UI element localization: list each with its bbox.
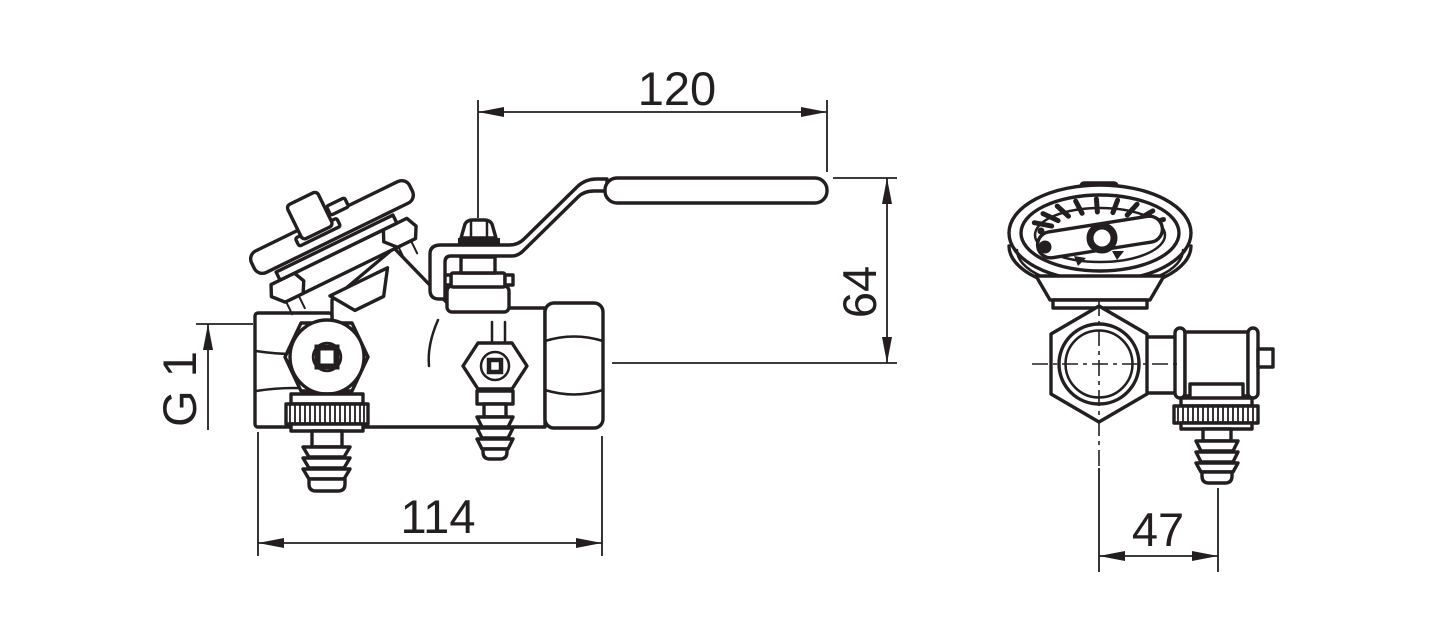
drain-boss-neck [490,320,507,346]
gauge-neck [328,266,390,313]
arrowhead-right [801,107,827,117]
knurled-cap [1172,404,1260,425]
side-view: 47 [1007,181,1275,572]
barb-rib [1194,450,1240,464]
barb-rib [301,456,352,470]
arrowhead-right [1192,551,1218,561]
arrowhead-bottom [882,337,892,363]
barb-rib [475,426,515,440]
arrowhead-left [478,107,504,117]
drain-square-drive [486,357,504,375]
knurl-lines [289,405,365,423]
lever-handle [428,176,829,301]
hose-barb [1194,427,1240,485]
dim-label-thread: G 1 [153,351,206,427]
arrowhead-up [203,324,213,350]
gauge-dial [1007,181,1193,310]
extension-lines [1098,468,1219,572]
gauge-bolt-stems [285,239,419,316]
dim-label-handle-length: 120 [638,62,716,115]
barb-rib [1194,439,1240,453]
gauge-bolt-right [381,216,418,250]
dial-face [1033,206,1167,264]
barb-stem [482,402,508,419]
extension-lines [257,432,603,556]
stem-nut [459,218,498,240]
front-view: 120 64 G 1 114 [153,62,897,556]
centerlines [1032,300,1180,468]
hose-barb [475,402,515,461]
gauge-tab [325,196,350,217]
pointer-hub [1086,222,1118,254]
union-nut [543,301,605,430]
knurl-lines [1177,407,1254,422]
barb-tip [1200,470,1234,485]
barb-stem [1201,427,1233,443]
hose-barb [301,429,352,493]
pointer-counterweight [1038,240,1052,254]
stem-washer [458,238,500,247]
handle-bar [428,177,609,301]
pointer-wedge [1112,251,1124,260]
dimension-64: 64 [612,177,897,364]
arrowhead-left [258,538,284,548]
port-nipple [1256,347,1275,369]
handle-grip [603,176,829,205]
barb-tip [481,447,509,461]
stem-column [459,255,497,275]
dial-inner-ring [1019,193,1181,273]
dimension-114: 114 [257,432,603,556]
union-nut-flats [543,335,605,396]
pointer-wedge [1074,256,1086,266]
dim-label-side-width: 47 [1132,503,1184,556]
barb-stem [310,429,344,449]
dim-label-length: 114 [401,490,476,543]
bonnet-stack [441,218,515,314]
collar-tab-right [503,273,515,287]
drain-valve [461,341,529,461]
packing-collar [449,271,507,289]
drain-collar [475,389,515,406]
tilted-gauge [248,178,419,316]
arrowhead-left [1099,551,1125,561]
barb-rib [301,445,352,459]
dimension-120: 120 [477,62,828,218]
test-port-square-drive [314,344,340,370]
stem-nut-flats [469,220,489,240]
gauge-knob [285,190,334,241]
bonnet [445,284,511,314]
dimension-47: 47 [1098,468,1219,572]
dimension-g1: G 1 [153,323,253,430]
gauge-gasket [274,213,399,282]
gauge-stem-hex [1034,274,1166,302]
dim-label-height: 64 [833,266,886,318]
body-passage-curve [427,318,440,368]
side-port [1172,326,1275,485]
test-port [283,318,370,493]
arrowhead-top [882,178,892,204]
arrowhead-right [576,538,602,548]
union-nut-body [543,301,605,430]
barb-tip [307,477,347,493]
barb-rib [475,415,515,429]
